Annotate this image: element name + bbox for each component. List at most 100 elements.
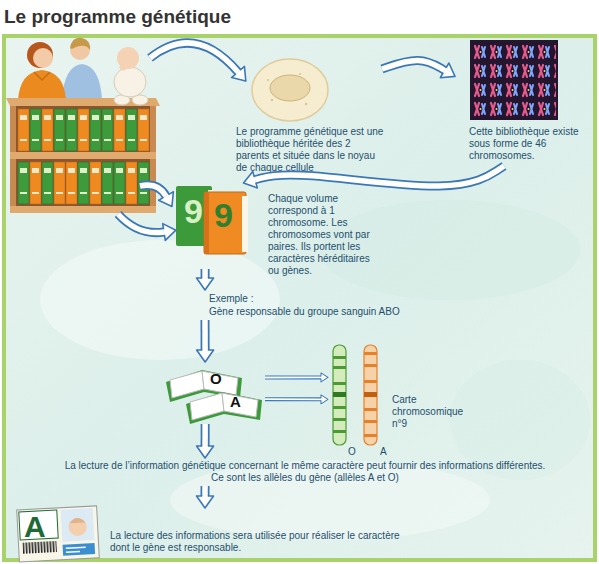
bookshelf-illustration (42, 162, 53, 204)
open-books (186, 392, 262, 424)
node-text: O (348, 446, 356, 458)
flow-arrow (205, 269, 206, 278)
arrow-outline (265, 397, 321, 401)
flow-arrow (205, 424, 206, 446)
node-text: A (230, 394, 241, 410)
bookshelf-illustration (18, 162, 29, 204)
egg-cell-illustration (252, 59, 328, 121)
egg-cell-illustration (252, 59, 328, 121)
chromosome-books (242, 196, 248, 252)
arrow-body (265, 376, 321, 378)
diagram-node: ALa lecture des informations sera utilis… (15, 508, 395, 560)
diagram-node: La lecture de l’information génétique co… (60, 458, 550, 486)
bookshelf-illustration (30, 162, 41, 204)
chromosome-map (364, 352, 377, 355)
bookshelf-illustration (66, 162, 77, 204)
arrow-body (202, 424, 208, 446)
blood-card (17, 506, 100, 562)
bookshelf-illustration (102, 162, 113, 204)
node-text: A (380, 446, 387, 458)
chromosome-map (333, 418, 346, 421)
chromosome-map (364, 345, 377, 445)
arrow-outline (382, 61, 445, 71)
egg-cell-illustration (299, 73, 301, 75)
flow-arrow (205, 486, 206, 496)
arrow-outline (255, 166, 504, 186)
bookshelf-illustration (42, 109, 53, 151)
node-text: Cette bibliothèque existe sous forme de … (469, 126, 591, 162)
arrow-body (265, 398, 321, 400)
family-illustration (33, 48, 53, 68)
karyotype-photo (472, 43, 556, 117)
bookshelf-illustration (126, 162, 137, 204)
chromosome-map (333, 382, 346, 385)
karyotype-photo (470, 40, 558, 120)
arrow-outline (201, 269, 210, 278)
diagram-node: Exemple :Gène responsable du groupe sang… (197, 290, 447, 320)
shelf-arrow (140, 185, 166, 196)
diagram-node: Cette bibliothèque existe sous forme de … (455, 38, 595, 166)
baby-illustration (120, 64, 127, 71)
diagram-node: Le programme génétique est une bibliothè… (232, 40, 382, 185)
bookshelf-illustration (114, 109, 125, 151)
diagram-node: 99Chaque volume correspond à 1 chromosom… (170, 183, 380, 269)
bookshelf-illustration (126, 109, 137, 151)
chromosome-books (204, 192, 246, 254)
family-illustration (18, 38, 102, 100)
node-text: Gène responsable du groupe sanguin ABO (209, 306, 400, 318)
family-illustration (27, 42, 53, 68)
background-panel (4, 36, 595, 560)
shelf-arrow (140, 185, 166, 196)
bookshelf-illustration (102, 109, 113, 151)
chromosome-map (333, 345, 377, 445)
inheritance-arrow (150, 43, 238, 72)
bookshelf-illustration (54, 109, 65, 151)
bookshelf-illustration (138, 109, 149, 151)
inheritance-arrow (150, 43, 238, 72)
diagram-title: Le programme génétique (4, 6, 231, 28)
bookshelf-illustration (90, 109, 101, 151)
arrow-body (255, 166, 504, 186)
node-text: A (24, 512, 46, 542)
bookshelf-illustration (10, 152, 156, 159)
egg-cell-illustration (271, 99, 273, 101)
karyotype-photo (470, 40, 558, 120)
node-text: Le programme génétique est une bibliothè… (236, 126, 386, 174)
shelf-arrow (118, 214, 164, 233)
bookshelf-illustration (66, 109, 77, 151)
egg-cell-illustration (267, 79, 269, 81)
background-panel (4, 36, 595, 560)
blood-card (61, 508, 95, 542)
family-illustration (62, 64, 102, 100)
chromosome-map (364, 380, 377, 383)
open-books (170, 371, 204, 398)
family-illustration (70, 38, 90, 50)
open-books (166, 370, 262, 424)
open-books (190, 393, 224, 420)
flow-arrow (255, 166, 504, 186)
baby-illustration (114, 47, 148, 105)
open-books (202, 371, 238, 395)
flow-arrow (265, 377, 321, 378)
blood-card (68, 517, 87, 536)
open-books (222, 393, 258, 417)
arrow-body (202, 486, 208, 496)
node-text: Exemple : (209, 293, 253, 305)
chromosome-books (204, 192, 209, 254)
node-text: Chaque volume correspond à 1 chromosome.… (268, 193, 380, 277)
bookshelf-illustration (10, 206, 156, 213)
shelf-arrow (118, 185, 166, 233)
blood-card (22, 541, 57, 554)
background-panel (40, 240, 280, 360)
chromosome-map (333, 406, 346, 409)
node-text: La lecture des informations sera utilisé… (110, 530, 400, 554)
node-text: 9 (214, 197, 233, 233)
chromosome-map (364, 364, 377, 367)
bookshelf-illustration (16, 159, 150, 206)
arrow-outline (265, 375, 321, 379)
family-illustration (34, 72, 50, 80)
chromosome-map (364, 392, 377, 397)
chromosome-map (364, 420, 377, 423)
chromosome-map (364, 408, 377, 411)
